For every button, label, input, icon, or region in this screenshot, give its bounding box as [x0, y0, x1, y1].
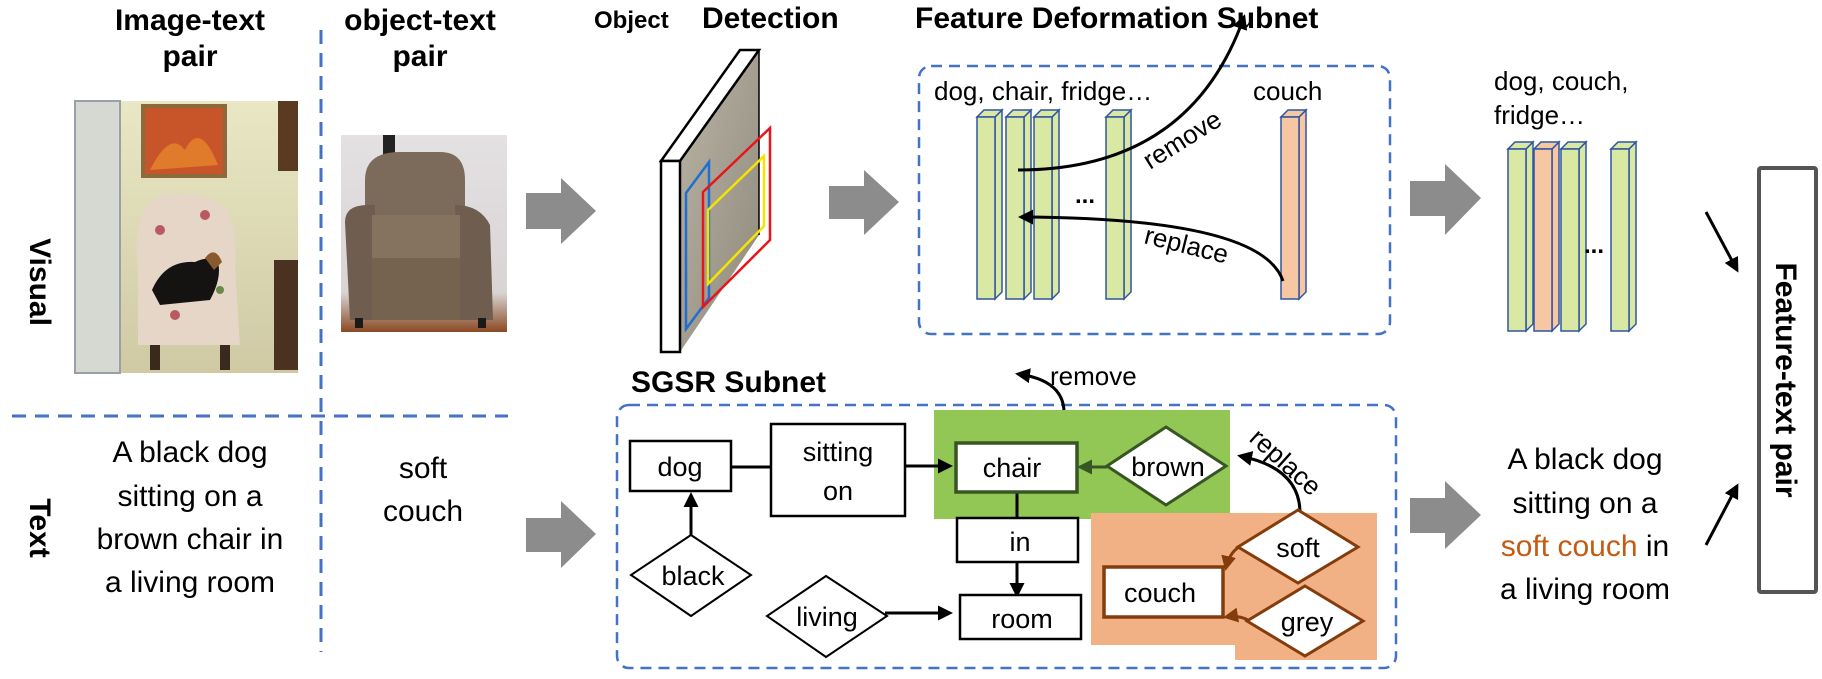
node-soft: soft	[1235, 508, 1361, 585]
output-caption-highlight: soft couch	[1501, 530, 1638, 563]
feature-text-pair-box	[1757, 166, 1818, 594]
deformation-replace-arrow	[1018, 209, 1285, 282]
node-chair: chair	[954, 441, 1079, 494]
output-ellipsis: ...	[1584, 232, 1604, 259]
output-bar-3	[1559, 140, 1588, 333]
image-caption-line1: A black dog	[112, 436, 267, 469]
row-label-visual: Visual	[23, 238, 56, 326]
header-image-text-pair-line1: Image-text	[115, 4, 265, 37]
output-caption-line2: sitting on a	[1512, 487, 1657, 520]
flow-arrow-to-deformation	[829, 170, 899, 235]
edge-grey-couch	[1223, 607, 1249, 623]
object-caption-line2: couch	[383, 495, 463, 528]
output-bar-2	[1532, 140, 1561, 333]
node-in: in	[955, 516, 1080, 564]
row-label-text: Text	[23, 498, 56, 557]
output-bar-4	[1609, 140, 1638, 333]
image-caption-line4: a living room	[105, 566, 275, 599]
features-to-pair-arrow	[1704, 211, 1739, 273]
caption-to-pair-arrow	[1704, 483, 1739, 546]
node-dog: dog	[628, 439, 733, 493]
header-image-text-pair-line2: pair	[162, 40, 217, 73]
node-brown: brown	[1104, 425, 1229, 507]
deformation-ellipsis: ...	[1075, 182, 1095, 209]
output-caption-line4: a living room	[1500, 573, 1670, 606]
deformation-title: Feature Deformation Subnet	[915, 2, 1318, 35]
deformation-remove-arrow	[1017, 14, 1248, 172]
output-caption-line1: A black dog	[1507, 443, 1662, 476]
node-couch: couch	[1102, 565, 1225, 619]
output-features-label-line1: dog, couch,	[1494, 66, 1628, 96]
deformation-label-right: couch	[1253, 76, 1322, 106]
deformation-bar-1	[975, 108, 1004, 301]
image-caption-line2: sitting on a	[117, 480, 262, 513]
deformation-bar-2	[1004, 108, 1033, 301]
node-sitting-on: sitting on	[769, 422, 907, 518]
feature-text-pair-label: Feature-text pair	[1769, 262, 1802, 497]
node-couch-label: couch	[1124, 578, 1196, 608]
scene-photo	[74, 100, 298, 374]
output-caption-line3: soft couch in	[1501, 530, 1669, 563]
node-sitting-label-line2: on	[823, 476, 853, 506]
sgsr-remove-arrow	[1015, 368, 1066, 411]
detection-title-small: Object	[594, 7, 669, 34]
deformation-bars	[975, 108, 1308, 301]
image-caption-line3: brown chair in	[97, 523, 284, 556]
node-brown-label: brown	[1131, 452, 1205, 482]
header-object-text-pair-line1: object-text	[344, 4, 496, 37]
header-object-text-pair-line2: pair	[392, 40, 447, 73]
node-black-label: black	[661, 561, 725, 591]
detection-feature-map	[658, 48, 772, 354]
node-room-label: room	[991, 604, 1053, 634]
flow-arrow-to-detection	[526, 178, 596, 244]
node-dog-label: dog	[657, 452, 702, 482]
node-black: black	[629, 533, 753, 618]
output-features-label-line2: fridge…	[1494, 100, 1585, 130]
detection-box-red	[701, 125, 772, 311]
deformation-subnet-box	[917, 64, 1392, 336]
node-living-label: living	[796, 602, 858, 632]
detection-title-big: Detection	[702, 2, 839, 35]
node-room: room	[958, 593, 1083, 641]
sgsr-title: SGSR Subnet	[631, 366, 826, 399]
flow-arrow-to-features	[1410, 164, 1481, 235]
flow-arrow-to-sgsr	[526, 501, 596, 568]
node-soft-label: soft	[1276, 533, 1320, 563]
output-bar-1	[1506, 140, 1535, 333]
node-living: living	[765, 574, 889, 659]
deformation-labels-left: dog, chair, fridge…	[934, 76, 1152, 106]
detection-box-blue	[684, 158, 711, 333]
output-bars	[1506, 140, 1638, 333]
sgsr-replace-arrow	[1237, 451, 1302, 514]
sgsr-subnet-box	[615, 403, 1398, 670]
node-grey-label: grey	[1281, 607, 1334, 637]
deformation-replace-label: replace	[1142, 220, 1232, 270]
deformation-bar-4	[1104, 108, 1133, 301]
object-caption-line1: soft	[399, 452, 448, 485]
node-grey: grey	[1244, 584, 1366, 658]
node-chair-label: chair	[983, 453, 1042, 483]
object-photo	[341, 135, 507, 332]
flow-arrow-to-caption	[1410, 481, 1481, 549]
detection-box-yellow	[706, 153, 766, 288]
deformation-bar-3	[1032, 108, 1061, 301]
deformation-bar-5	[1279, 108, 1308, 301]
node-in-label: in	[1009, 527, 1030, 557]
node-sitting-label-line1: sitting	[803, 437, 874, 467]
sgsr-remove-label: remove	[1050, 361, 1137, 391]
output-caption-line3-rest: in	[1638, 530, 1670, 563]
